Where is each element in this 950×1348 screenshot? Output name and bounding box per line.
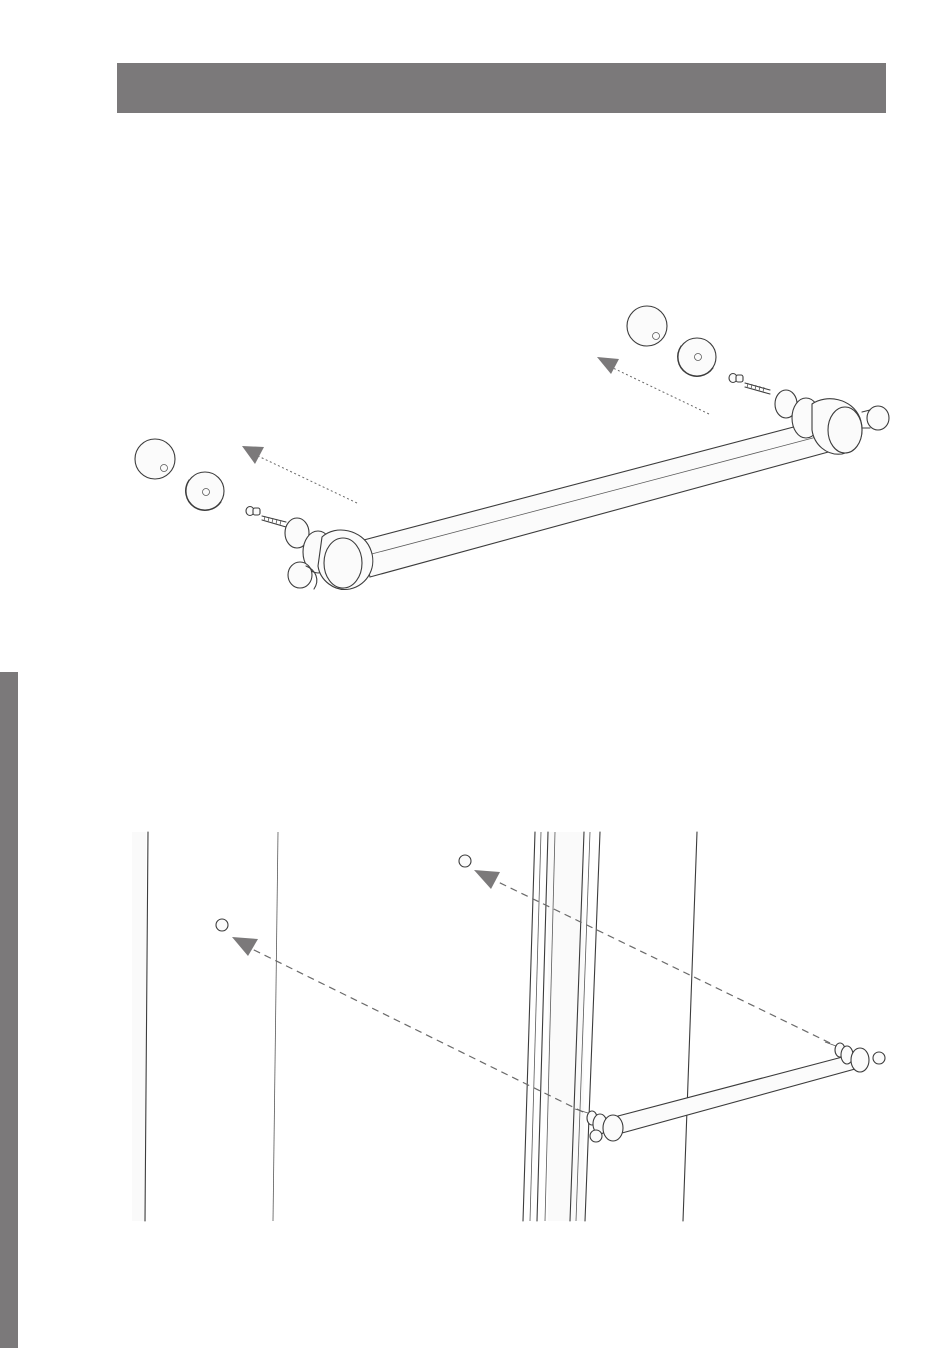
bar-tube [360,419,832,577]
rosette-base-right [678,338,716,376]
towel-bar-glass-mounting [132,832,885,1221]
glass-panel-lines [145,832,697,1221]
glass-hole-right [459,855,471,867]
bar-post-left [285,518,373,589]
mounting-arrow-left [232,937,583,1112]
mounting-screw-right [729,374,770,395]
cap-cover-right [627,306,667,346]
glass-edge-left [132,832,146,1221]
mounting-arrow-right [474,870,830,1043]
glass-hole-left [216,919,228,931]
towel-bar-assembled [575,1042,885,1142]
rosette-base-left [186,472,224,510]
towel-bar-exploded-view [135,306,889,589]
mounting-screw-left [246,507,286,528]
assembly-arrow-left [242,446,357,503]
cap-cover-left [135,439,175,479]
